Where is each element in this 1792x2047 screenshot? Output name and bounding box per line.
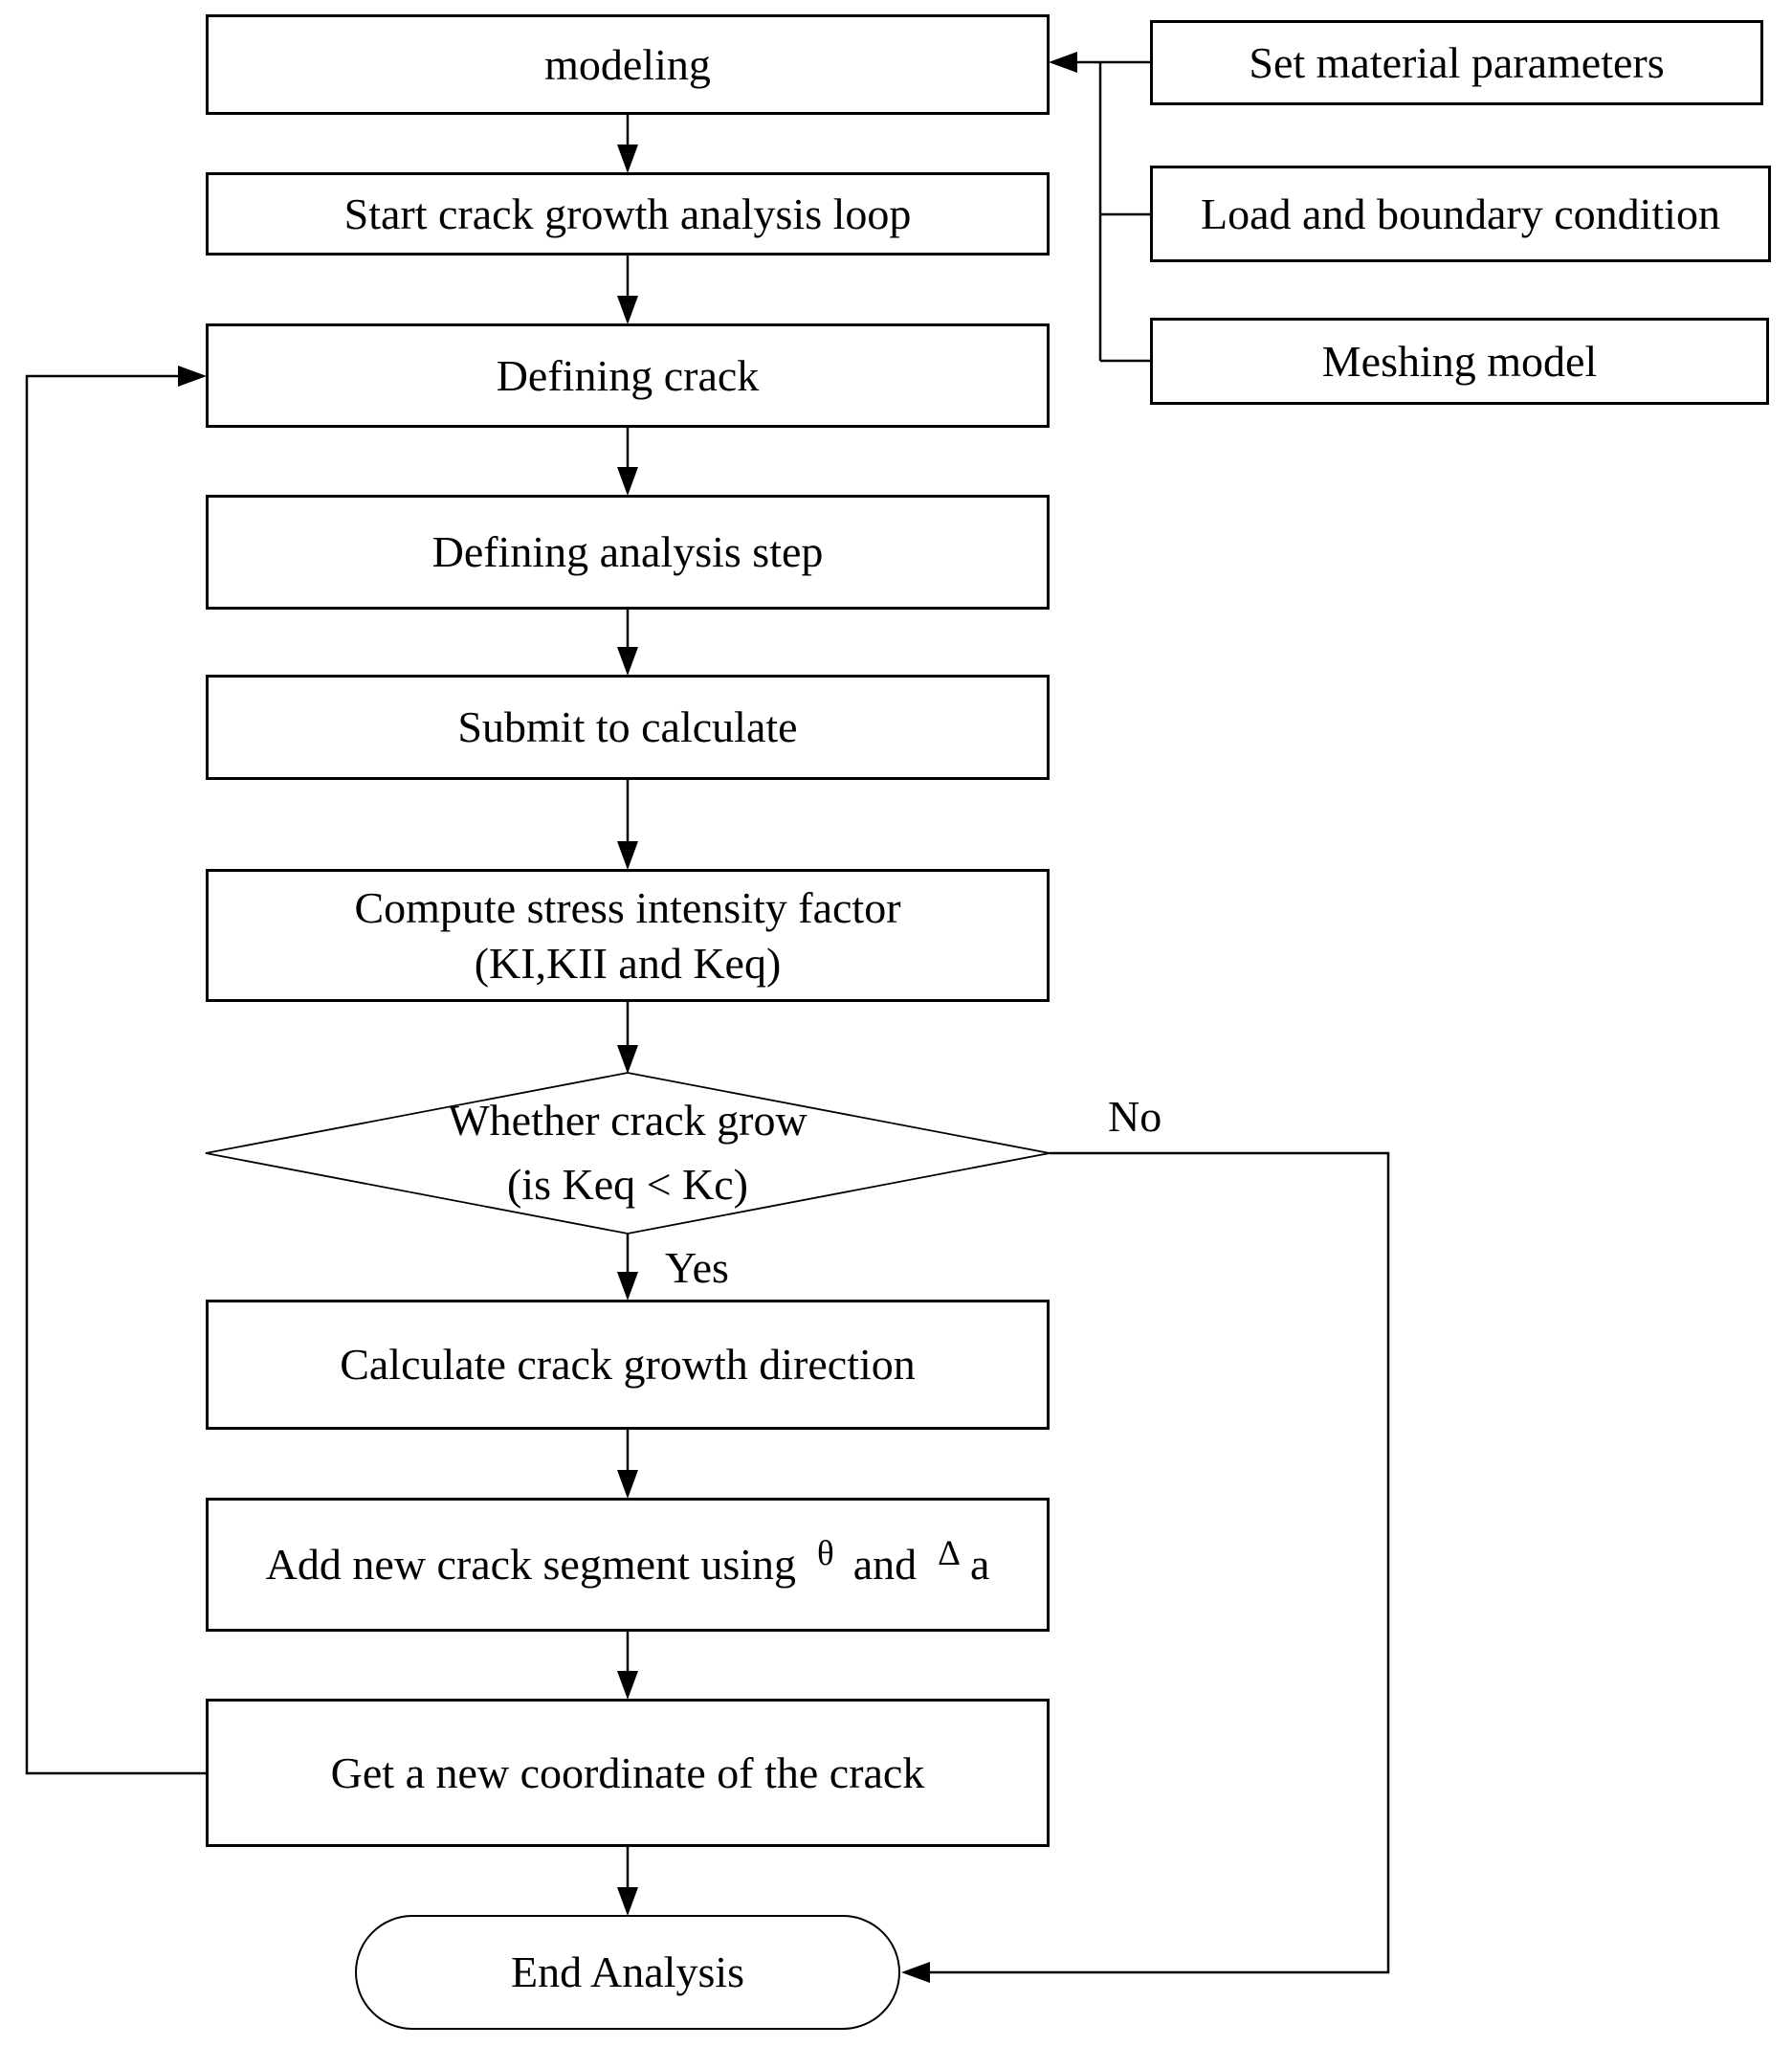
node-end-analysis: End Analysis: [355, 1915, 900, 2030]
node-load-boundary-label: Load and boundary condition: [1201, 189, 1720, 238]
node-set-material: Set material parameters: [1150, 20, 1763, 105]
arrowhead-into-modeling: [1049, 52, 1077, 73]
arrowhead-no-into-end: [901, 1962, 930, 1983]
node-submit-to-calculate-label: Submit to calculate: [457, 702, 798, 752]
node-decision-line1: Whether crack grow: [448, 1096, 808, 1146]
node-defining-crack: Defining crack: [206, 323, 1050, 428]
node-get-coordinate: Get a new coordinate of the crack: [206, 1699, 1050, 1847]
node-calc-direction-label: Calculate crack growth direction: [340, 1340, 916, 1390]
node-start-loop: Start crack growth analysis loop: [206, 172, 1050, 256]
arrowhead-to-definingcrack: [617, 296, 638, 324]
node-set-material-label: Set material parameters: [1249, 37, 1665, 87]
arrowhead-to-decision: [617, 1045, 638, 1074]
arrowhead-loopback-into-definingcrack: [178, 366, 207, 387]
arrowhead-to-endanalysis: [617, 1887, 638, 1916]
theta-symbol: θ: [817, 1533, 834, 1573]
arrowhead-to-analysisstep: [617, 467, 638, 496]
arrowhead-to-computesif: [617, 841, 638, 870]
node-start-loop-label: Start crack growth analysis loop: [343, 189, 912, 238]
node-submit-to-calculate: Submit to calculate: [206, 675, 1050, 780]
node-decision-line2: (is Keq < Kc): [506, 1160, 749, 1209]
node-add-segment-suffix: a: [969, 1540, 990, 1590]
node-modeling: modeling: [206, 14, 1050, 115]
node-compute-sif: Compute stress intensity factor (KI,KII …: [206, 869, 1050, 1002]
node-meshing-model-label: Meshing model: [1321, 336, 1598, 386]
node-calc-direction: Calculate crack growth direction: [206, 1300, 1050, 1430]
arrowhead-yes-to-calcdirection: [617, 1272, 638, 1301]
node-end-analysis-label: End Analysis: [510, 1947, 745, 1997]
node-get-coordinate-label: Get a new coordinate of the crack: [330, 1747, 925, 1797]
line-no-path: [930, 1151, 1390, 1974]
node-defining-crack-label: Defining crack: [496, 350, 760, 400]
node-defining-analysis-step: Defining analysis step: [206, 495, 1050, 610]
arrowhead-to-addsegment: [617, 1470, 638, 1499]
edge-label-yes: Yes: [665, 1243, 729, 1292]
decision-diamond-shape: [205, 1072, 1051, 1235]
node-compute-sif-line2: (KI,KII and Keq): [474, 938, 782, 988]
node-decision: Whether crack grow (is Keq < Kc): [245, 1082, 1010, 1224]
node-meshing-model: Meshing model: [1150, 318, 1769, 405]
delta-symbol: Δ: [938, 1533, 961, 1573]
arrowhead-to-submit: [617, 647, 638, 676]
node-add-segment: Add new crack segment using θ and Δ a: [206, 1498, 1050, 1632]
arrowhead-to-startloop: [617, 145, 638, 173]
arrowhead-to-getcoordinate: [617, 1671, 638, 1700]
edge-label-no: No: [1108, 1092, 1162, 1141]
node-add-segment-and: and: [852, 1540, 918, 1590]
node-compute-sif-line1: Compute stress intensity factor: [354, 883, 901, 932]
node-add-segment-prefix: Add new crack segment using: [265, 1540, 797, 1590]
node-load-boundary: Load and boundary condition: [1150, 166, 1771, 262]
node-modeling-label: modeling: [544, 39, 711, 89]
node-defining-analysis-step-label: Defining analysis step: [431, 527, 824, 577]
line-loopback-path: [25, 374, 206, 1775]
